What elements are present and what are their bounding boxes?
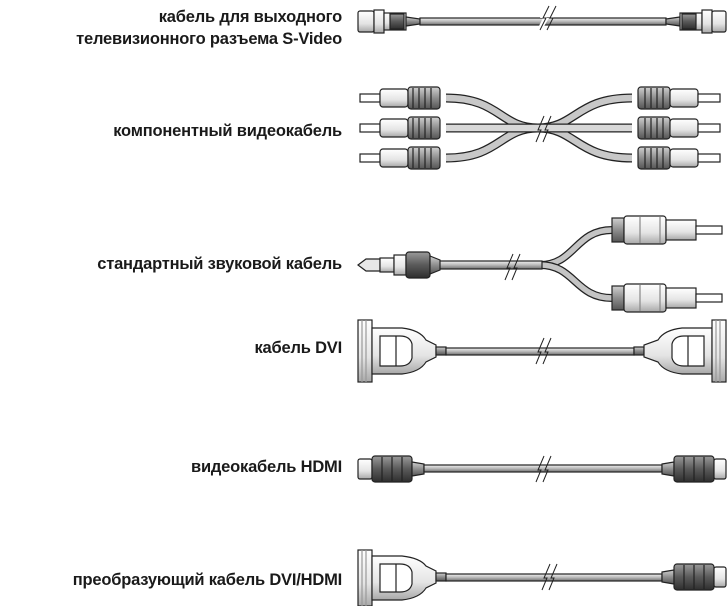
dvi-hdmi-cable-icon bbox=[357, 549, 727, 606]
label-hdmi-line-1: видеокабель HDMI bbox=[191, 458, 342, 476]
rca-plug-left-top-icon bbox=[359, 86, 441, 110]
rca-plug-left-bottom-icon bbox=[359, 146, 441, 170]
label-svideo-cable: кабель для выходного телевизионного разъ… bbox=[76, 6, 342, 50]
break-symbol-icon bbox=[535, 115, 552, 143]
label-svideo-line-2: телевизионного разъема S-Video bbox=[76, 30, 342, 48]
rca-plug-right-bottom-icon bbox=[637, 146, 721, 170]
component-cable-icon bbox=[359, 86, 721, 170]
dvi-cable-icon bbox=[357, 319, 727, 383]
label-dvi-hdmi-line-1: преобразующий кабель DVI/HDMI bbox=[72, 571, 342, 589]
rca-plug-left-mid-icon bbox=[359, 116, 441, 140]
label-component-cable: компонентный видеокабель bbox=[113, 120, 342, 142]
label-hdmi-cable: видеокабель HDMI bbox=[191, 456, 342, 478]
label-svideo-line-1: кабель для выходного bbox=[158, 8, 342, 26]
label-component-line-1: компонентный видеокабель bbox=[113, 122, 342, 140]
break-symbol-icon bbox=[504, 253, 521, 281]
label-dvi-cable: кабель DVI bbox=[254, 337, 342, 359]
label-dvi-line-1: кабель DVI bbox=[254, 339, 342, 357]
break-symbol-icon bbox=[541, 563, 558, 591]
hdmi-cable-icon bbox=[357, 455, 727, 483]
break-symbol-icon bbox=[538, 5, 557, 31]
break-symbol-icon bbox=[535, 455, 552, 483]
label-audio-line-1: стандартный звуковой кабель bbox=[97, 255, 342, 273]
rca-plug-right-top-icon bbox=[637, 86, 721, 110]
label-audio-cable: стандартный звуковой кабель bbox=[97, 253, 342, 275]
break-symbol-icon bbox=[535, 337, 552, 365]
rca-plug-right-mid-icon bbox=[637, 116, 721, 140]
label-dvi-hdmi-cable: преобразующий кабель DVI/HDMI bbox=[73, 569, 342, 591]
audio-cable-icon bbox=[357, 215, 723, 313]
